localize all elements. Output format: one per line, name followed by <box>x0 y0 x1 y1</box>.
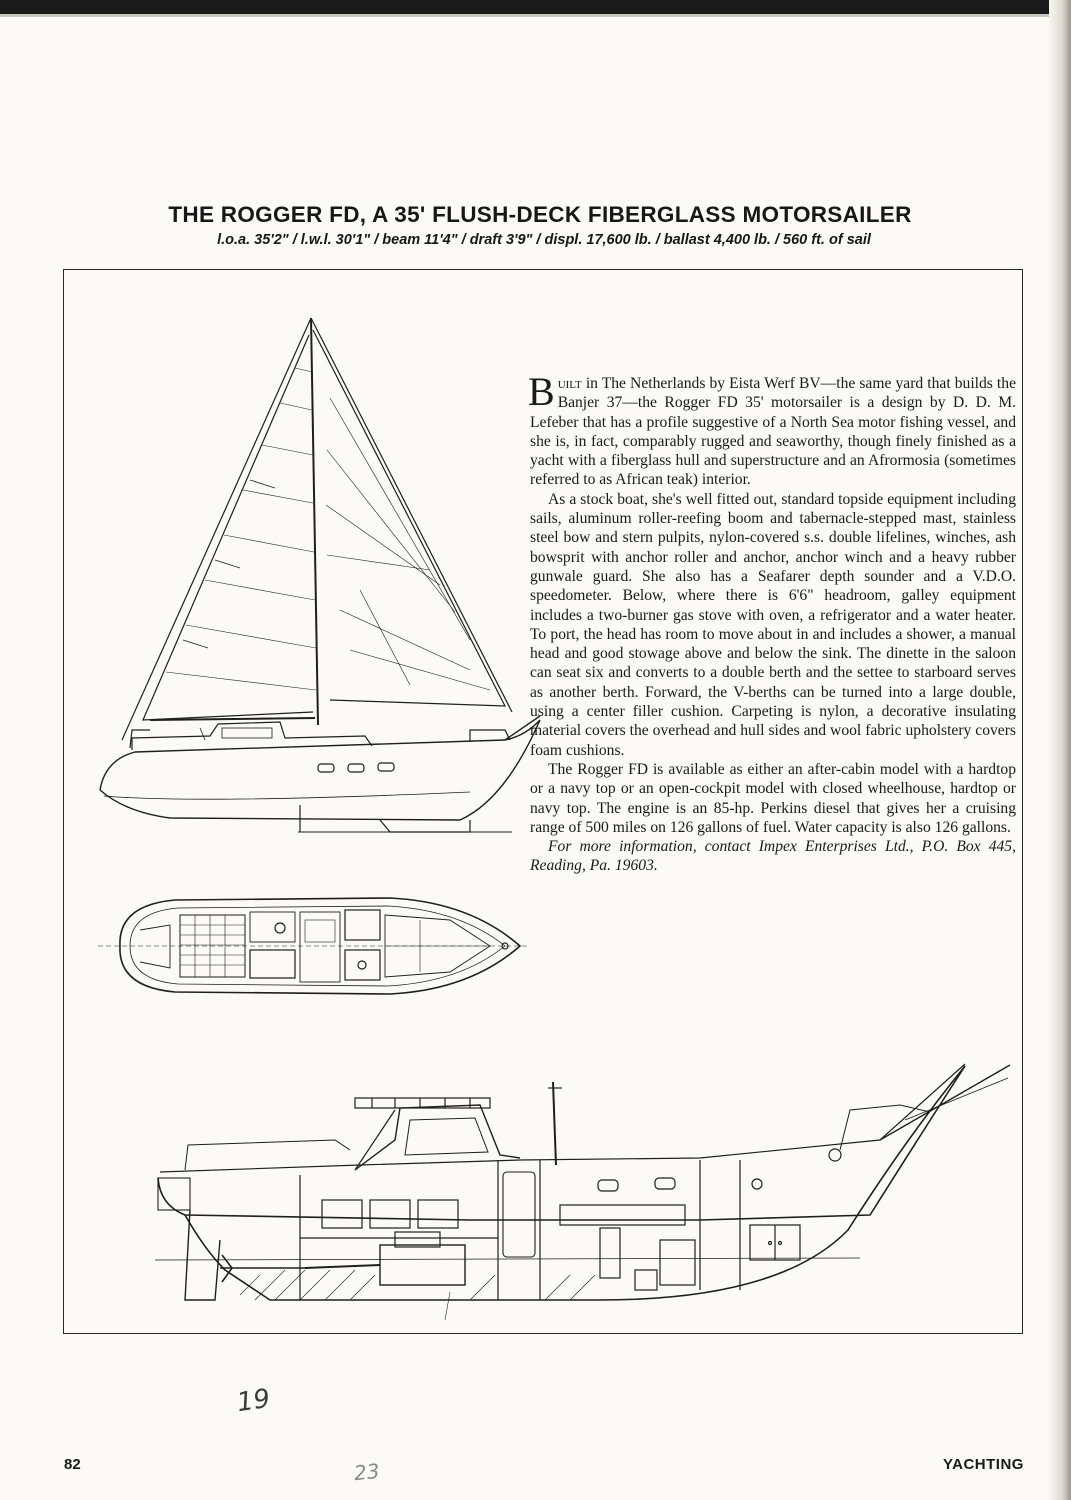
article-title: THE ROGGER FD, A 35' FLUSH-DECK FIBERGLA… <box>168 202 912 227</box>
page-edge-shadow <box>1049 0 1071 1500</box>
contact-info: For more information, contact Impex Ente… <box>530 838 1016 875</box>
paragraph-3: The Rogger FD is available as either an … <box>530 760 1016 836</box>
handwritten-annotation: 19 <box>235 1383 273 1419</box>
top-scan-line <box>0 14 1071 17</box>
paragraph-2: As a stock boat, she's well fitted out, … <box>530 490 1016 759</box>
inboard-profile-drawing <box>154 1063 1011 1321</box>
sail-plan-drawing <box>99 317 541 833</box>
deck-plan-drawing <box>98 897 530 995</box>
article-specs: l.o.a. 35'2" / l.w.l. 30'1" / beam 11'4"… <box>217 232 871 248</box>
drop-cap: B <box>528 369 555 414</box>
page-number: 82 <box>64 1456 81 1473</box>
handwritten-annotation-faint: 23 <box>352 1458 381 1486</box>
paragraph-1-text: in The Netherlands by Eista Werf BV—the … <box>530 375 1016 489</box>
lead-in: uilt <box>557 375 582 392</box>
magazine-name: YACHTING <box>943 1456 1024 1473</box>
top-scan-band <box>0 0 1071 14</box>
article-frame <box>63 269 1023 1334</box>
